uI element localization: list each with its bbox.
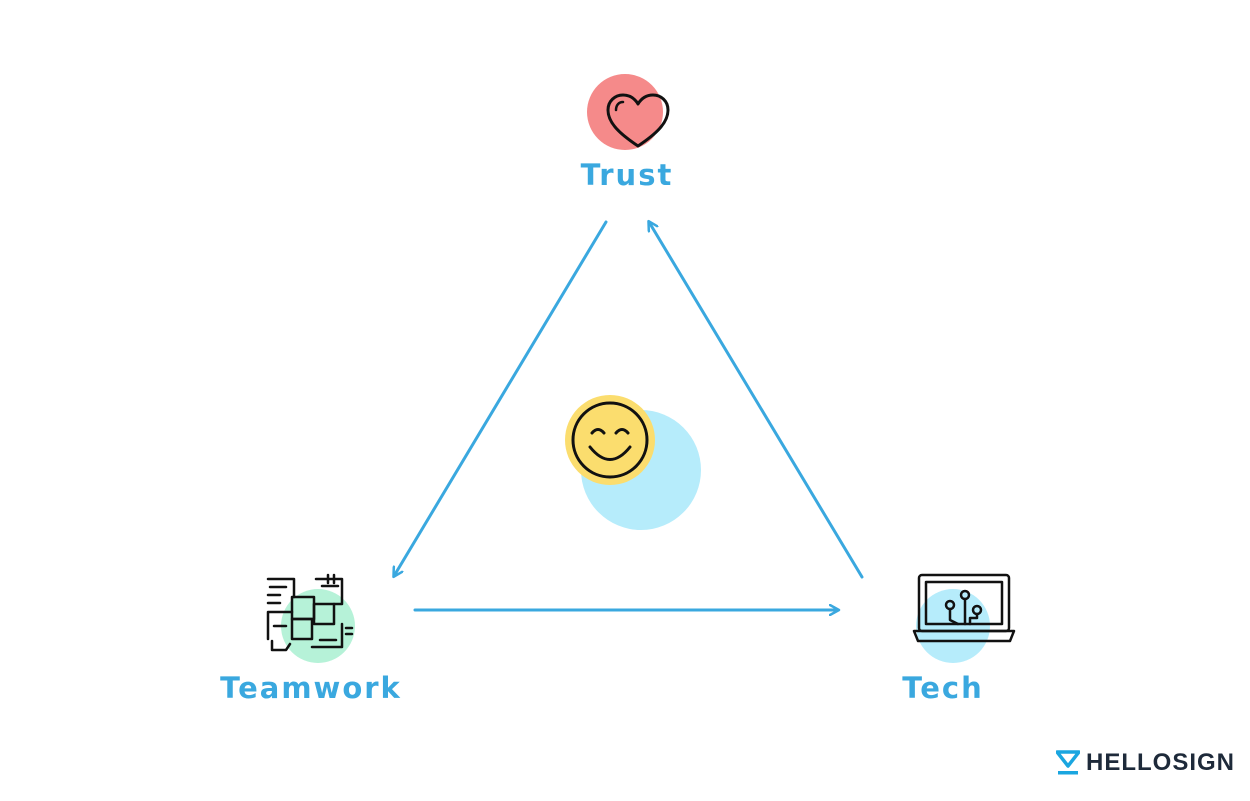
trust-label: Trust: [580, 158, 674, 192]
joined-hands-icon: [266, 573, 354, 652]
teamwork-node-icon: [266, 573, 355, 663]
heart-icon: [606, 93, 670, 148]
brand-logo: HELLOSIGN: [1056, 749, 1235, 777]
trust-node-icon: [587, 74, 670, 150]
hellosign-logo-icon: [1056, 750, 1080, 775]
arrow-trust-to-teamwork: [394, 220, 608, 576]
teamwork-label: Teamwork: [220, 671, 402, 705]
trust-badge: [587, 74, 663, 150]
tech-node-icon: [912, 573, 1016, 663]
smiley-face-icon: [565, 395, 655, 485]
brand-name: HELLOSIGN: [1086, 749, 1236, 776]
center-node-icon: [565, 395, 701, 530]
laptop-circuit-icon: [912, 573, 1016, 643]
arrow-tech-to-trust: [649, 222, 864, 579]
tech-badge: [916, 589, 990, 663]
tech-label: Tech: [902, 671, 984, 705]
